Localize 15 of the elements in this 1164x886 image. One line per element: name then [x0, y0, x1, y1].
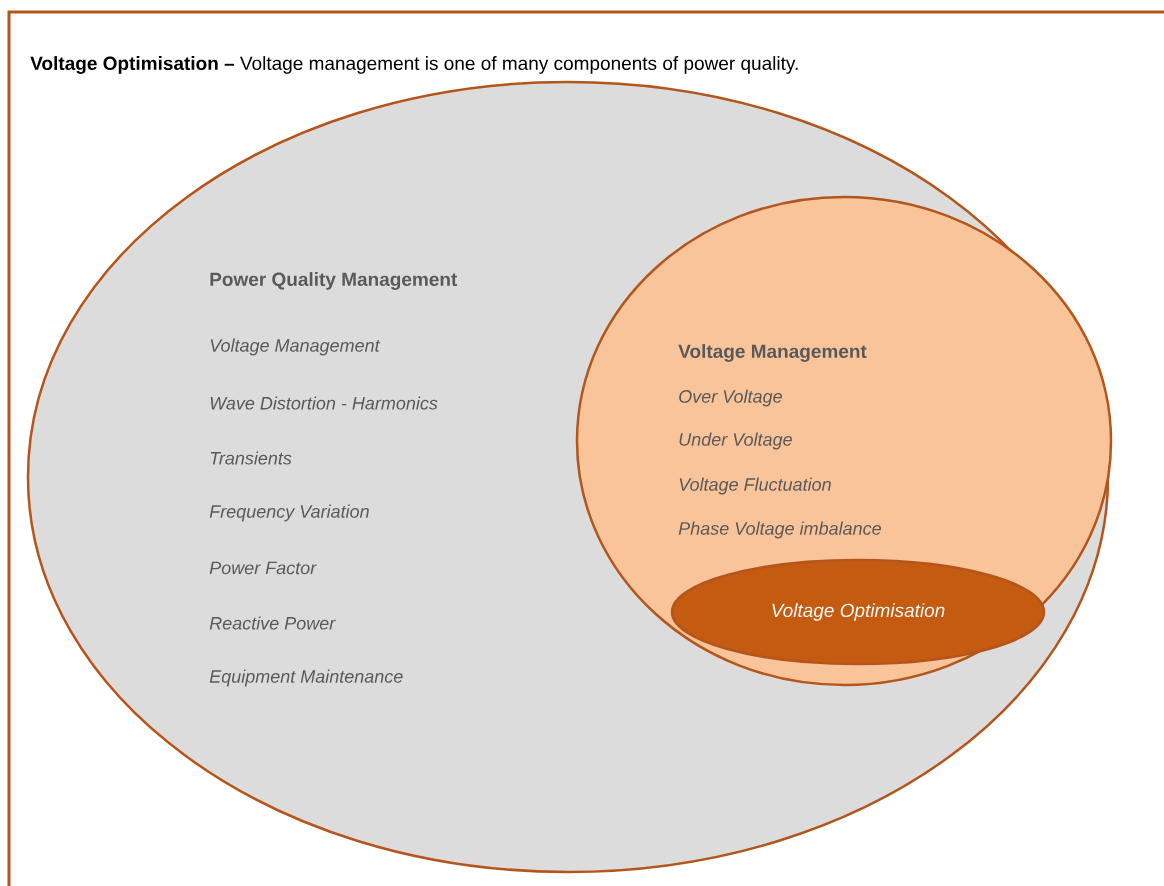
list-item: Over Voltage: [679, 389, 782, 407]
ellipse-label: Voltage Optimisation: [772, 603, 945, 621]
list-item: Equipment Maintenance: [209, 669, 403, 687]
list-item: Power Factor: [209, 561, 317, 575]
list-item: Transients: [210, 451, 292, 465]
list-item: Wave Distortion - Harmonics: [210, 396, 438, 410]
heading: Power Quality Management: [210, 272, 458, 290]
title: Voltage Optimisation – Voltage management is one of many components of power quality.: [30, 56, 798, 74]
heading: Voltage Management: [678, 344, 867, 362]
list-item: Frequency Variation: [209, 504, 369, 522]
list-item: Voltage Fluctuation: [679, 477, 831, 495]
list-item: Under Voltage: [679, 432, 792, 450]
list-item: Reactive Power: [209, 616, 336, 630]
list-item: Voltage Management: [210, 338, 381, 356]
list-item: Phase Voltage imbalance: [678, 521, 881, 539]
